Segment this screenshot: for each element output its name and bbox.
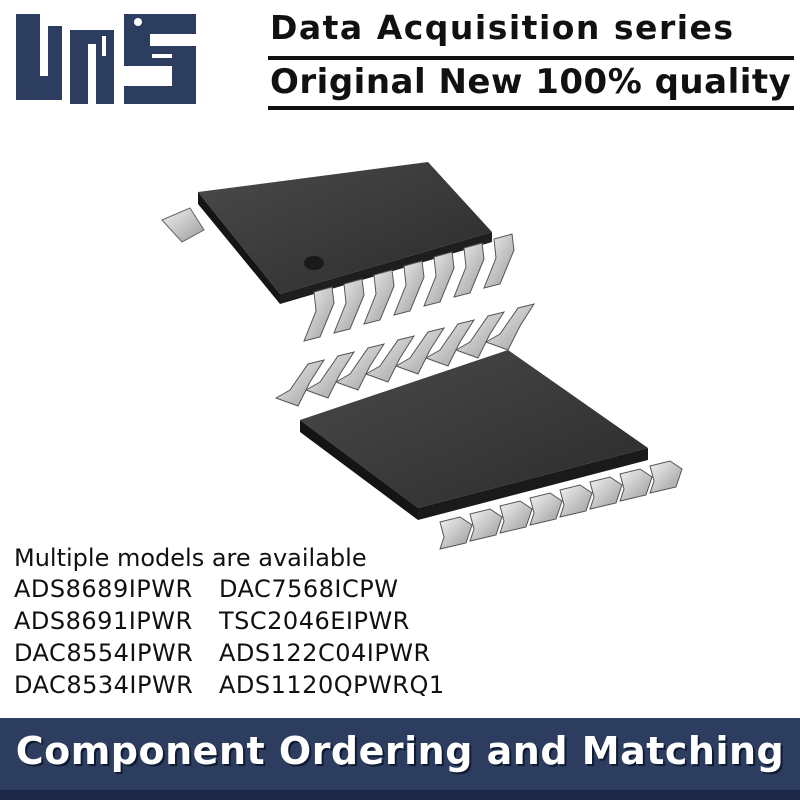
model-name: DAC8534IPWR	[14, 671, 194, 699]
series-title: Data Acquisition series	[270, 8, 735, 47]
model-name: ADS122C04IPWR	[219, 639, 431, 667]
header-divider-bottom	[268, 106, 794, 110]
model-row: ADS8689IPWR DAC7568ICPW	[14, 573, 445, 605]
model-name: DAC7568ICPW	[219, 575, 399, 603]
model-row: DAC8554IPWR ADS122C04IPWR	[14, 637, 445, 669]
model-name: ADS8689IPWR	[14, 575, 193, 603]
model-list: Multiple models are available ADS8689IPW…	[14, 543, 445, 701]
model-name: DAC8554IPWR	[14, 639, 194, 667]
tssop-ic-chip-icon	[161, 162, 683, 550]
header-divider	[268, 56, 794, 60]
chip-upper	[161, 162, 515, 342]
banner-strip	[0, 790, 800, 800]
chip-lower	[274, 303, 683, 550]
uns-logo-icon	[16, 14, 196, 104]
banner-text: Component Ordering and Matching	[15, 729, 785, 773]
model-row: DAC8534IPWR ADS1120QPWRQ1	[14, 669, 445, 701]
quality-subtitle: Original New 100% quality	[270, 62, 792, 102]
model-name: ADS8691IPWR	[14, 607, 193, 635]
model-row: ADS8691IPWR TSC2046EIPWR	[14, 605, 445, 637]
bottom-banner: Component Ordering and Matching	[0, 718, 800, 800]
models-note: Multiple models are available	[14, 544, 367, 572]
model-name: TSC2046EIPWR	[219, 607, 410, 635]
model-name: ADS1120QPWRQ1	[219, 671, 445, 699]
